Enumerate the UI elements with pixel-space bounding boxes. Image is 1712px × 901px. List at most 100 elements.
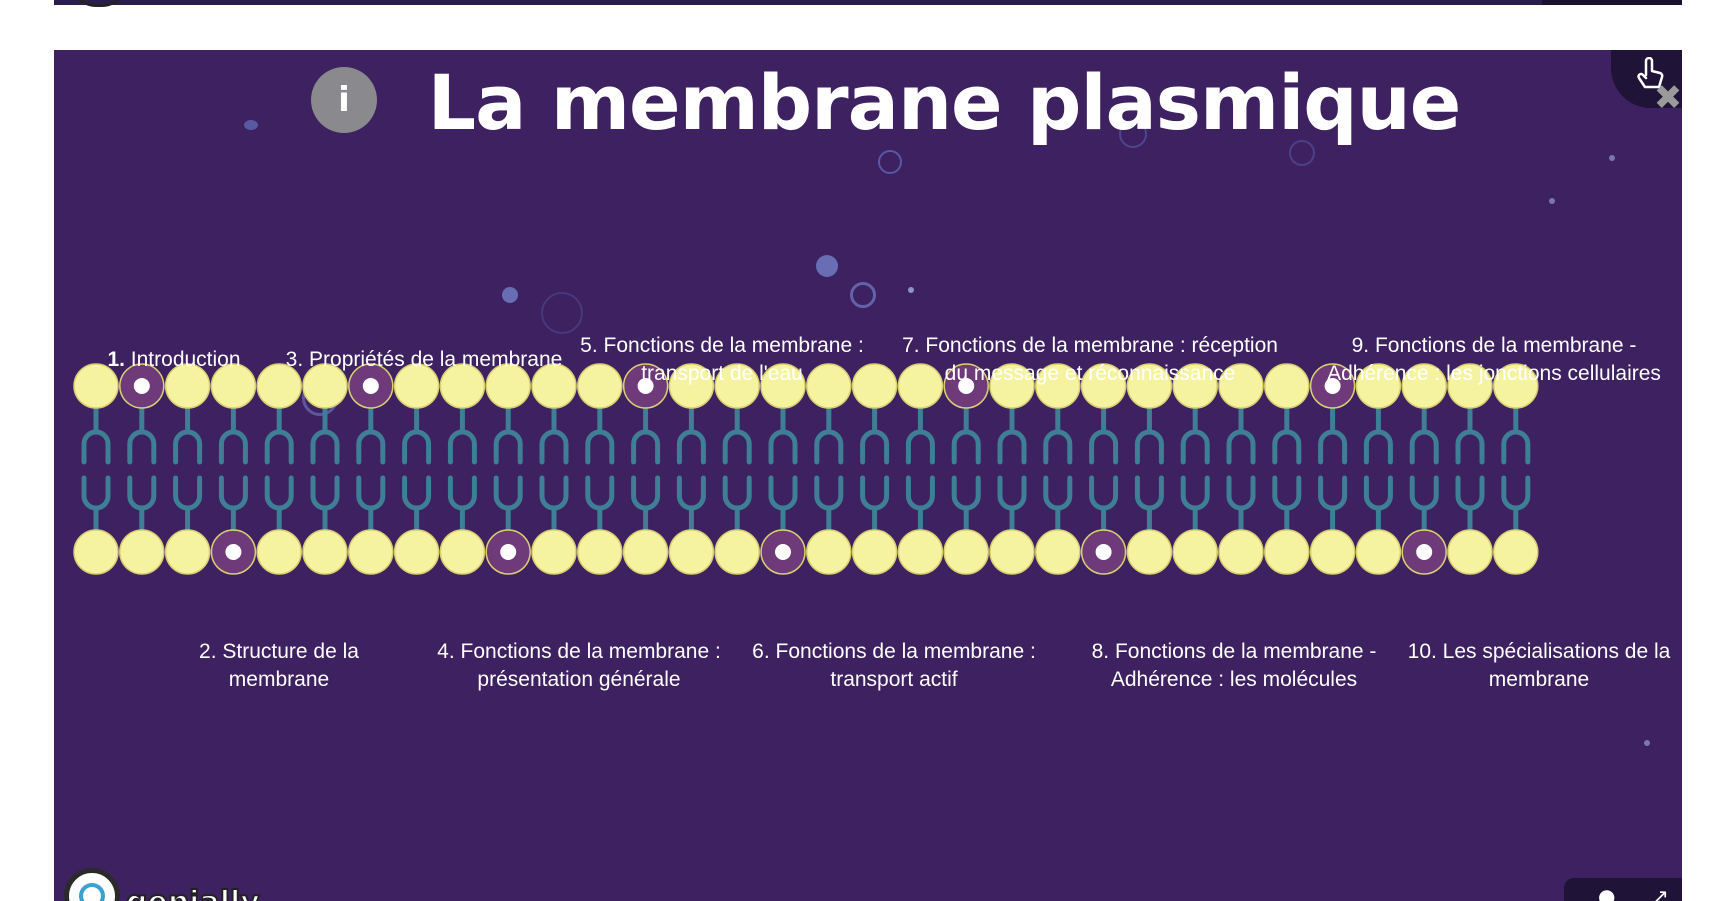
link-transport-eau[interactable]: 5. Fonctions de la membrane : transport … bbox=[572, 332, 872, 388]
lipid-head-bottom bbox=[119, 529, 165, 575]
genially-logo[interactable]: genially bbox=[64, 868, 261, 901]
lipid-head-dot bbox=[775, 544, 791, 560]
lipid-head-top bbox=[256, 363, 302, 409]
link-line2: transport de l'eau bbox=[641, 362, 803, 385]
lipid-head-top bbox=[714, 363, 760, 409]
lipid-tail-bottom bbox=[356, 475, 386, 535]
lipid-tail-bottom bbox=[768, 475, 798, 535]
lipid-head-bottom bbox=[1264, 529, 1310, 575]
link-presentation-generale[interactable]: 4. Fonctions de la membrane : présentati… bbox=[404, 638, 754, 694]
lipid-tail-top bbox=[1043, 403, 1073, 465]
link-jonctions-cellulaires[interactable]: 9. Fonctions de la membrane - Adhérence … bbox=[1314, 332, 1674, 388]
link-adherence-molecules[interactable]: 8. Fonctions de la membrane - Adhérence … bbox=[1074, 638, 1394, 694]
lipid-tail-top bbox=[585, 403, 615, 465]
lipid-tail-top bbox=[676, 403, 706, 465]
bubble-icon bbox=[1644, 740, 1650, 746]
phospholipid-bilayer bbox=[73, 363, 1539, 575]
link-line2: du message et réconnaissance bbox=[944, 362, 1236, 385]
lipid-head-top bbox=[1172, 363, 1218, 409]
link-reception-message[interactable]: 7. Fonctions de la membrane : réception … bbox=[880, 332, 1300, 388]
lipid-tail-top bbox=[1134, 403, 1164, 465]
lipid-head-bottom bbox=[1355, 529, 1402, 575]
lipid-head-top bbox=[1401, 363, 1447, 409]
lipid-tail-bottom bbox=[173, 475, 203, 535]
link-line1: 10. Les spécialisations de la bbox=[1407, 640, 1671, 663]
lipid-tail-top bbox=[768, 403, 798, 465]
lipid-head-dot bbox=[362, 378, 379, 394]
lipid-head-bottom bbox=[622, 529, 669, 575]
lipid-tail-bottom bbox=[631, 475, 661, 535]
lipid-tail-bottom bbox=[951, 475, 981, 535]
lipid-head-bottom bbox=[806, 529, 852, 575]
lipid-head-bottom bbox=[1126, 529, 1173, 575]
lipid-head-bottom bbox=[897, 529, 944, 575]
lipid-tail-top bbox=[1501, 403, 1531, 465]
link-number: 1. bbox=[107, 348, 125, 371]
link-line1: 2. Structure de la bbox=[199, 640, 359, 663]
lipid-head-top bbox=[668, 363, 715, 409]
link-line1: 8. Fonctions de la membrane - bbox=[1091, 640, 1377, 663]
lipid-tail-top bbox=[1272, 403, 1302, 465]
lipid-tail-top bbox=[1409, 403, 1439, 465]
lipid-tail-bottom bbox=[676, 475, 706, 535]
lipid-head-top bbox=[1126, 363, 1173, 409]
lipid-tail-bottom bbox=[539, 475, 569, 535]
lipid-tail-bottom bbox=[905, 475, 935, 535]
link-introduction[interactable]: 1. Introduction bbox=[84, 346, 264, 374]
lipid-tail-bottom bbox=[218, 475, 248, 535]
lipid-head-bottom bbox=[1172, 529, 1218, 575]
lipid-tail-top bbox=[356, 403, 386, 465]
lipid-tail-bottom bbox=[1409, 475, 1439, 535]
person-icon[interactable]: ● bbox=[1598, 884, 1616, 901]
lipid-head-top bbox=[485, 363, 531, 409]
info-button[interactable]: i bbox=[311, 67, 377, 133]
bubble-icon bbox=[878, 150, 902, 174]
lipid-head-bottom bbox=[1493, 529, 1539, 575]
top-bar-tab bbox=[1542, 0, 1682, 5]
link-specialisations[interactable]: 10. Les spécialisations de la membrane bbox=[1404, 638, 1674, 694]
lipid-head-dot bbox=[1416, 544, 1433, 560]
lipid-tail-bottom bbox=[1455, 475, 1485, 535]
lipid-head-bottom bbox=[531, 529, 577, 575]
lipid-head-top bbox=[760, 363, 806, 409]
link-line2: Adhérence : les jonctions cellulaires bbox=[1327, 362, 1661, 385]
bubble-icon bbox=[1289, 140, 1315, 166]
lipid-head-top bbox=[393, 363, 440, 409]
lipid-head-top bbox=[989, 363, 1035, 409]
lipid-tail-top bbox=[1318, 403, 1348, 465]
lipid-head-top bbox=[577, 363, 623, 409]
lipid-head-bottom bbox=[1218, 529, 1264, 575]
link-line2: présentation générale bbox=[477, 668, 681, 691]
hand-pointer-icon bbox=[1637, 57, 1664, 89]
lipid-tail-bottom bbox=[310, 475, 340, 535]
lipid-tail-top bbox=[539, 403, 569, 465]
link-line1: 6. Fonctions de la membrane : bbox=[752, 640, 1036, 663]
link-label: 3. Propriétés de la membrane bbox=[285, 348, 563, 371]
lipid-tail-top bbox=[1089, 403, 1119, 465]
link-structure[interactable]: 2. Structure de la membrane bbox=[154, 638, 404, 694]
lipid-tail-bottom bbox=[493, 475, 523, 535]
lipid-head-bottom bbox=[943, 529, 989, 575]
link-proprietes[interactable]: 3. Propriétés de la membrane bbox=[274, 346, 574, 374]
lipid-tail-top bbox=[814, 403, 844, 465]
lipid-tail-bottom bbox=[402, 475, 432, 535]
close-button[interactable]: ✖ bbox=[1652, 81, 1682, 115]
expand-icon[interactable]: ↗ bbox=[1652, 884, 1669, 901]
lipid-head-bottom bbox=[714, 529, 760, 575]
lipid-head-top bbox=[1493, 363, 1539, 409]
link-line1: 5. Fonctions de la membrane : bbox=[580, 334, 864, 357]
bubble-icon bbox=[850, 282, 876, 308]
lipid-tail-bottom bbox=[814, 475, 844, 535]
lipid-head-bottom bbox=[1447, 529, 1493, 575]
lipid-head-top bbox=[164, 363, 211, 409]
bubble-icon bbox=[1609, 155, 1615, 161]
lipid-tail-bottom bbox=[1089, 475, 1119, 535]
lipid-tail-bottom bbox=[81, 475, 111, 535]
lipid-head-top bbox=[73, 363, 119, 409]
link-transport-actif[interactable]: 6. Fonctions de la membrane : transport … bbox=[734, 638, 1054, 694]
link-line1: 4. Fonctions de la membrane : bbox=[437, 640, 721, 663]
lipid-tail-top bbox=[905, 403, 935, 465]
bubble-icon bbox=[1549, 198, 1555, 204]
lipid-tail-bottom bbox=[1226, 475, 1256, 535]
lipid-tail-top bbox=[1180, 403, 1210, 465]
